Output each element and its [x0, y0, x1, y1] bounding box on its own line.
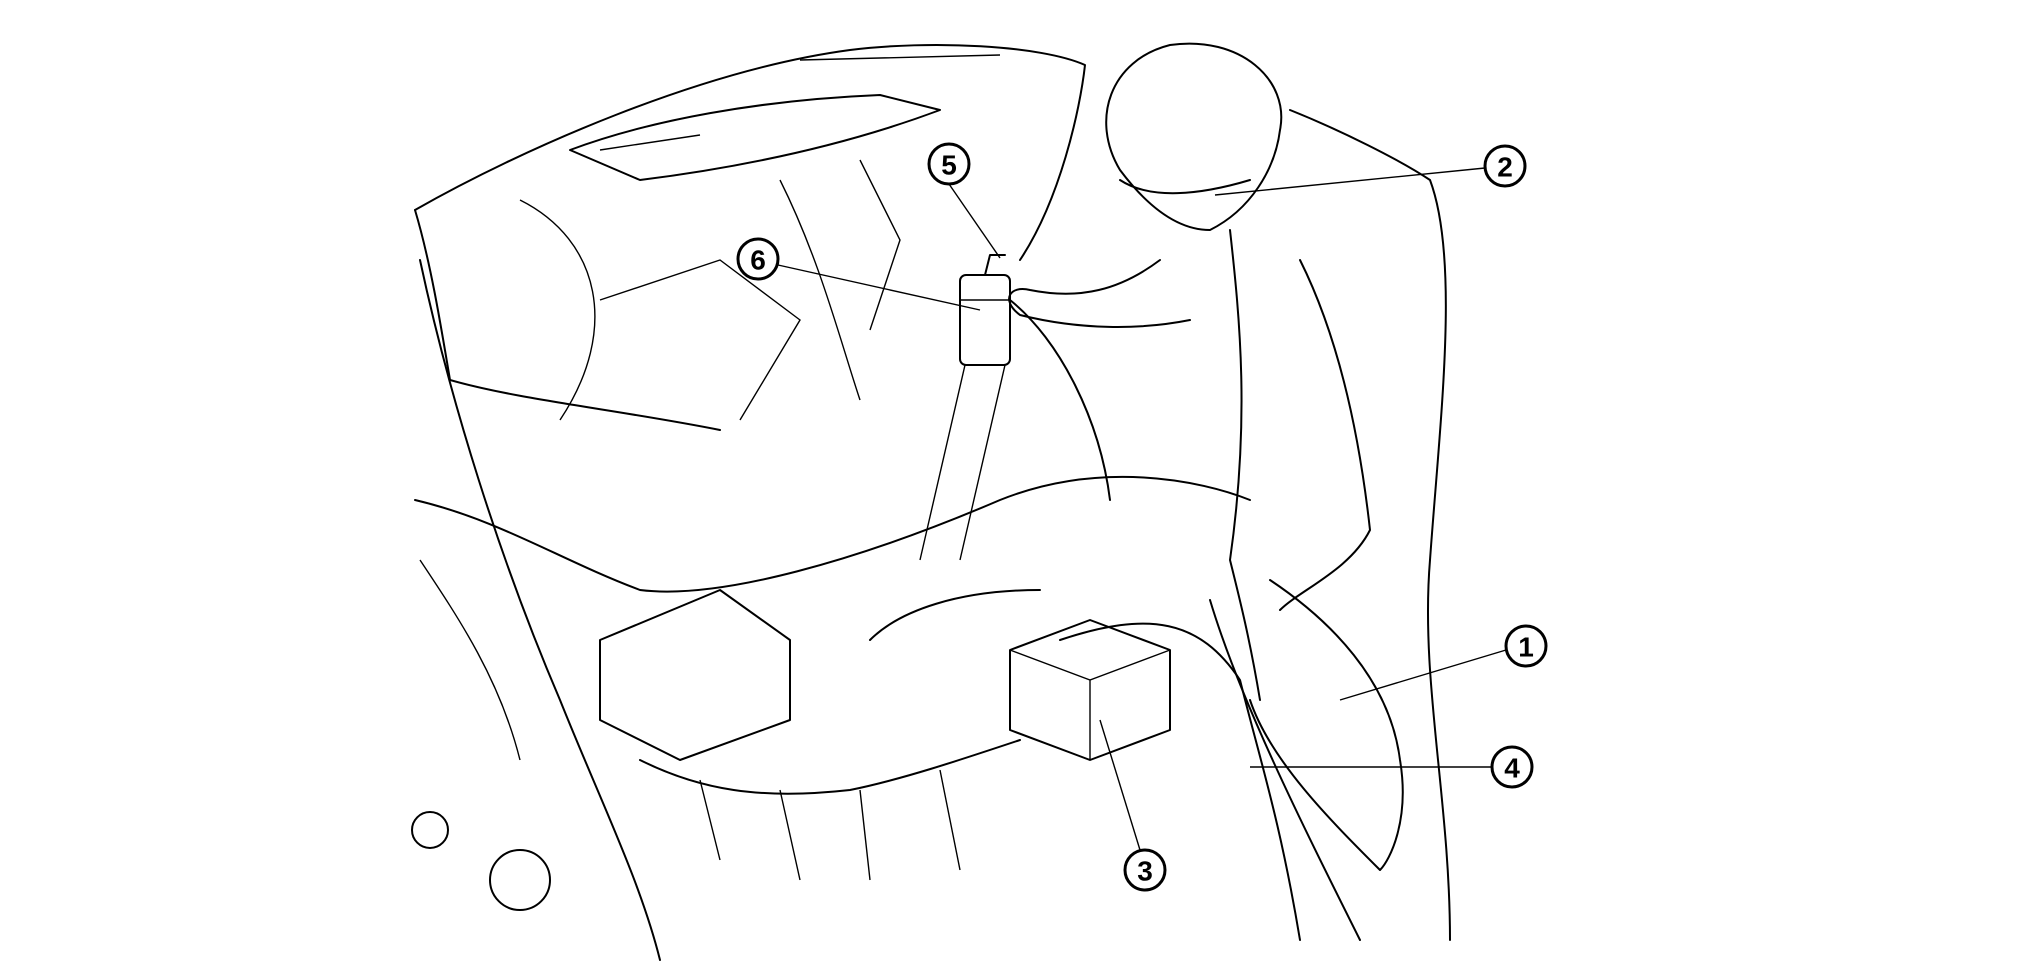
callout-5-label: 5 [941, 150, 957, 181]
callout-6: 6 [736, 237, 780, 281]
callout-4-label: 4 [1504, 753, 1520, 784]
callout-2: 2 [1483, 144, 1527, 188]
callout-1-label: 1 [1518, 632, 1534, 663]
callout-6-label: 6 [750, 245, 766, 276]
engine-bay [411, 475, 1361, 941]
callout-5: 5 [927, 142, 971, 186]
spray-can [919, 254, 1111, 561]
leader-lines [777, 167, 1507, 851]
technician [1008, 42, 1451, 941]
callout-3: 3 [1123, 848, 1167, 892]
callout-3-label: 3 [1137, 856, 1153, 887]
callout-1: 1 [1504, 624, 1548, 668]
callout-2-label: 2 [1497, 152, 1513, 183]
open-hood [414, 44, 1086, 961]
callout-4: 4 [1490, 745, 1534, 789]
